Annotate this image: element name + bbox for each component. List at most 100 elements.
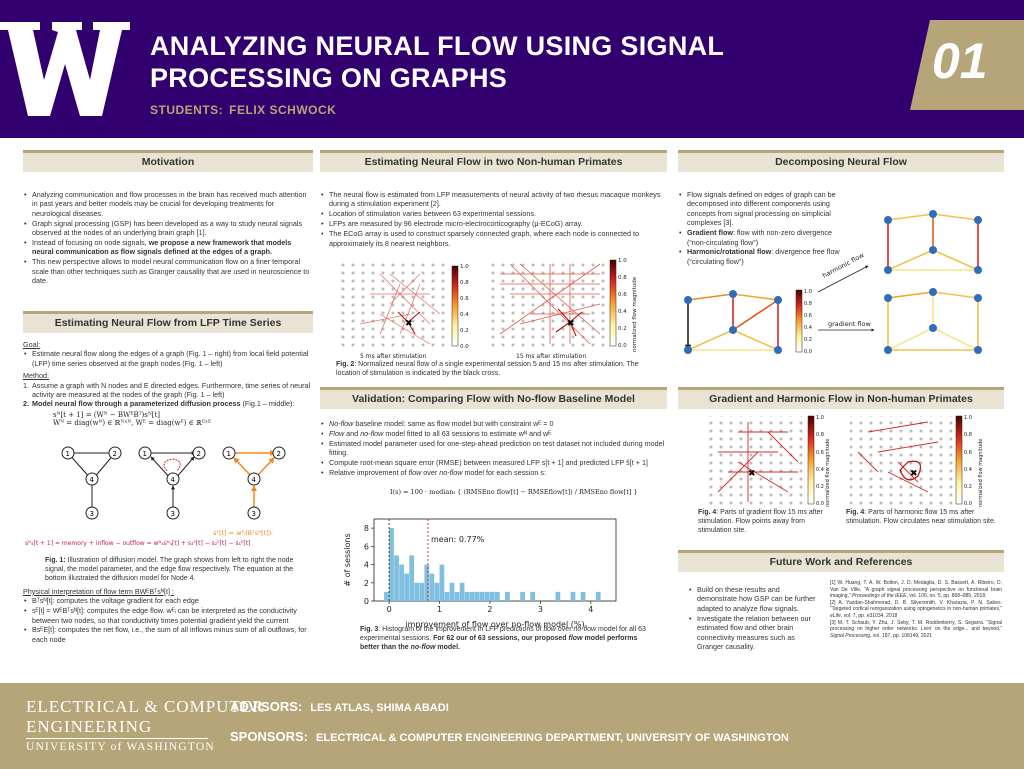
- histogram-bar: [454, 591, 460, 601]
- decomposing-list: Flow signals defined on edges of graph c…: [678, 190, 843, 266]
- future-list: Build on these results and demonstrate h…: [688, 585, 816, 652]
- gradharm-figure: ✖ 1.0 0.8 0.6 0.4 0.2 0.0 normalized flo…: [706, 415, 984, 507]
- svg-text:0.0: 0.0: [816, 501, 824, 507]
- svg-text:2: 2: [277, 450, 281, 458]
- list-item: Compute root-mean square error (RMSE) be…: [320, 458, 667, 468]
- list-item: Gradient flow: flow with non-zero diverg…: [678, 228, 843, 247]
- reference-3: [3] M. T. Schaub, Y. Zhu, J. Seby, T. M.…: [830, 619, 1002, 639]
- gradient-flow-label: gradient flow: [828, 320, 872, 328]
- harmonic-flow-map: ✖: [850, 415, 963, 506]
- list-item: LFPs are measured by 96 electrode micro-…: [320, 219, 667, 229]
- references: [1] W. Huang, T. A. W. Bolton, J. D. Med…: [830, 580, 1002, 639]
- fig1-caption: Fig. 1: Illustration of diffusion model.…: [45, 556, 294, 582]
- histogram-bar: [449, 582, 455, 601]
- decomposition-figure: 1.0 0.8 0.6 0.4 0.2 0.0 harmonic flow gr…: [684, 210, 982, 355]
- svg-text:0.2: 0.2: [804, 337, 812, 343]
- histogram-bar: [474, 591, 480, 601]
- graph-original-flow: [684, 289, 803, 354]
- graph-harmonic-flow: [884, 210, 982, 274]
- flow-map-5ms: ✖: [338, 260, 459, 350]
- gradient-flow-map: ✖: [706, 415, 815, 506]
- reference-2: [2] A. Yazdan-Shahmorad, D. B. Silversmi…: [830, 599, 1002, 619]
- lfp-title: Estimating Neural Flow from LFP Time Ser…: [23, 311, 313, 333]
- subtitle-5ms: 5 ms after stimulation: [360, 353, 427, 360]
- reference-1: [1] W. Huang, T. A. W. Bolton, J. D. Med…: [830, 580, 1002, 600]
- primates-title: Estimating Neural Flow in two Non-human …: [320, 150, 667, 172]
- histogram-bar: [389, 528, 394, 601]
- svg-text:1.0: 1.0: [816, 415, 824, 421]
- uw-wordmark: UNIVERSITY of WASHINGTON: [26, 741, 215, 753]
- svg-text:0.4: 0.4: [816, 467, 824, 473]
- svg-text:1.0: 1.0: [618, 258, 627, 264]
- x-tick-label: 2: [487, 605, 492, 614]
- physical-interpretation-title: Physical interpretation of flow term BWᴱ…: [23, 586, 174, 596]
- column-left: Motivation Analyzing communication and f…: [23, 150, 313, 644]
- list-item: Instead of focusing on node signals, we …: [23, 238, 313, 257]
- histogram-bar: [384, 591, 389, 601]
- histogram-bar: [394, 555, 399, 601]
- list-item: sᴱ[t] = WᴱBᵀsᴺ[t]: computes the edge flo…: [23, 606, 313, 625]
- graph-edge-flow: 1 2 4 3: [222, 446, 286, 520]
- histogram-bar: [434, 582, 440, 601]
- x-tick-label: 3: [538, 605, 543, 614]
- svg-text:3: 3: [90, 510, 94, 518]
- svg-text:0.8: 0.8: [964, 432, 972, 438]
- graph-model-parameter: 1 2 4 3: [138, 446, 206, 520]
- svg-text:0.2: 0.2: [964, 484, 972, 490]
- svg-text:1: 1: [143, 450, 147, 458]
- svg-text:1: 1: [66, 450, 70, 458]
- list-item: Bᵀsᴺ[t]: computes the voltage gradient f…: [23, 596, 313, 606]
- ece-logo-text: ELECTRICAL & COMPUTER ENGINEERING: [26, 697, 265, 736]
- histogram-bar: [459, 582, 465, 601]
- svg-text:0.8: 0.8: [618, 275, 627, 281]
- flow-maps-figure: ✖ 1.0 0.8 0.6 0.4 0.2 0.0 5 ms after sti…: [338, 258, 638, 360]
- poster-title: ANALYZING NEURAL FLOW USING SIGNAL PROCE…: [150, 31, 725, 93]
- svg-text:0.8: 0.8: [816, 432, 824, 438]
- motivation-title: Motivation: [23, 150, 313, 172]
- list-item: BsᴱE[t]: computes the net flow, i.e., th…: [23, 625, 313, 644]
- fig4b-caption: Fig. 4: Parts of harmonic flow 15 ms aft…: [846, 509, 996, 525]
- svg-text:4: 4: [171, 476, 176, 484]
- svg-text:0.0: 0.0: [964, 501, 972, 507]
- list-item: Flow signals defined on edges of graph c…: [678, 190, 843, 228]
- svg-text:1: 1: [227, 450, 231, 458]
- primates-list: The neural flow is estimated from LFP me…: [320, 190, 667, 248]
- equation-improvement: I(s) = 100 · medianₜ { (RMSEno flow[t] −…: [390, 488, 638, 496]
- svg-text:3: 3: [171, 510, 175, 518]
- list-item: Graph signal processing (GSP) has been d…: [23, 219, 313, 238]
- list-item: This new perspective allows to model neu…: [23, 257, 313, 285]
- svg-text:4: 4: [90, 476, 95, 484]
- svg-text:0.2: 0.2: [460, 328, 469, 334]
- list-item: Investigate the relation between our est…: [688, 614, 816, 652]
- svg-text:3: 3: [252, 510, 256, 518]
- list-item: The neural flow is estimated from LFP me…: [320, 190, 667, 209]
- list-item: Estimate neural flow along the edges of …: [23, 349, 313, 368]
- histogram-bars: [384, 528, 601, 601]
- histogram-bar: [439, 564, 445, 601]
- histogram-bar: [404, 573, 409, 601]
- svg-text:0.8: 0.8: [804, 301, 812, 307]
- list-item: Flow and no-flow model fitted to all 63 …: [320, 429, 667, 439]
- svg-text:0.0: 0.0: [460, 344, 469, 350]
- histogram-bar: [419, 582, 425, 601]
- histogram-bar: [520, 591, 525, 601]
- mean-label: mean: 0.77%: [431, 535, 485, 544]
- advisors-line: ADVISORS:LES ATLAS, SHIMA ABADI: [230, 699, 449, 714]
- histogram-bar: [570, 591, 576, 601]
- list-item: The ECoG array is used to construct spar…: [320, 229, 667, 248]
- svg-text:4: 4: [252, 476, 257, 484]
- histogram-bar: [399, 564, 404, 601]
- histogram-ylabel: # of sessions: [343, 533, 352, 586]
- svg-text:0.2: 0.2: [816, 484, 824, 490]
- list-item: Estimated model parameter used for one-s…: [320, 439, 667, 458]
- histogram-bar: [595, 591, 601, 601]
- poster-footer: ELECTRICAL & COMPUTER ENGINEERING UNIVER…: [0, 683, 1024, 769]
- svg-text:✖: ✖: [405, 319, 413, 329]
- svg-text:1.0: 1.0: [804, 289, 812, 295]
- method-step-2: 2.Model neural flow through a parameteri…: [23, 399, 295, 409]
- motivation-list: Analyzing communication and flow process…: [23, 190, 313, 286]
- histogram-bar: [414, 582, 420, 601]
- histogram-bar: [409, 555, 415, 601]
- y-tick-label: 6: [364, 542, 369, 551]
